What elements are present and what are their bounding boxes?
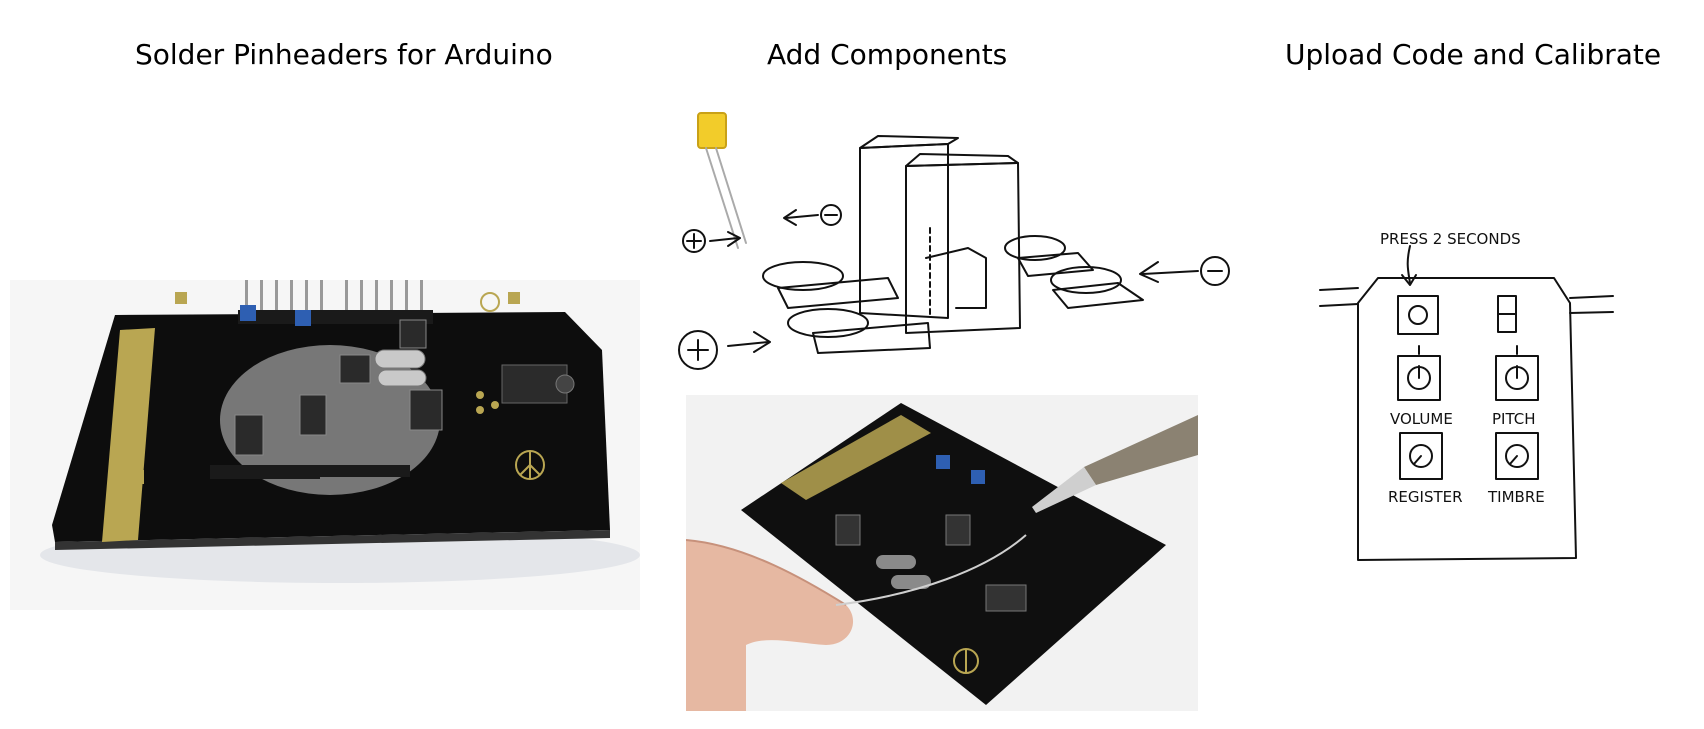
step3-title: Upload Code and Calibrate [1285, 38, 1662, 71]
press-seconds-label: PRESS 2 SECONDS [1380, 230, 1521, 248]
calibration-sketch: PRESS 2 SECONDS VOLUME PITCH REGISTER TI… [1319, 230, 1614, 561]
knob-label-register: REGISTER [1388, 488, 1463, 506]
knob-label-timbre: TIMBRE [1487, 488, 1545, 506]
components-sketch [678, 112, 1230, 370]
knob-label-pitch: PITCH [1492, 410, 1536, 428]
knob-label-volume: VOLUME [1390, 410, 1453, 428]
step2-title: Add Components [767, 38, 1008, 71]
soldering-photo [686, 395, 1198, 711]
step1-title: Solder Pinheaders for Arduino [135, 38, 553, 71]
pcb-board-image [10, 280, 640, 610]
